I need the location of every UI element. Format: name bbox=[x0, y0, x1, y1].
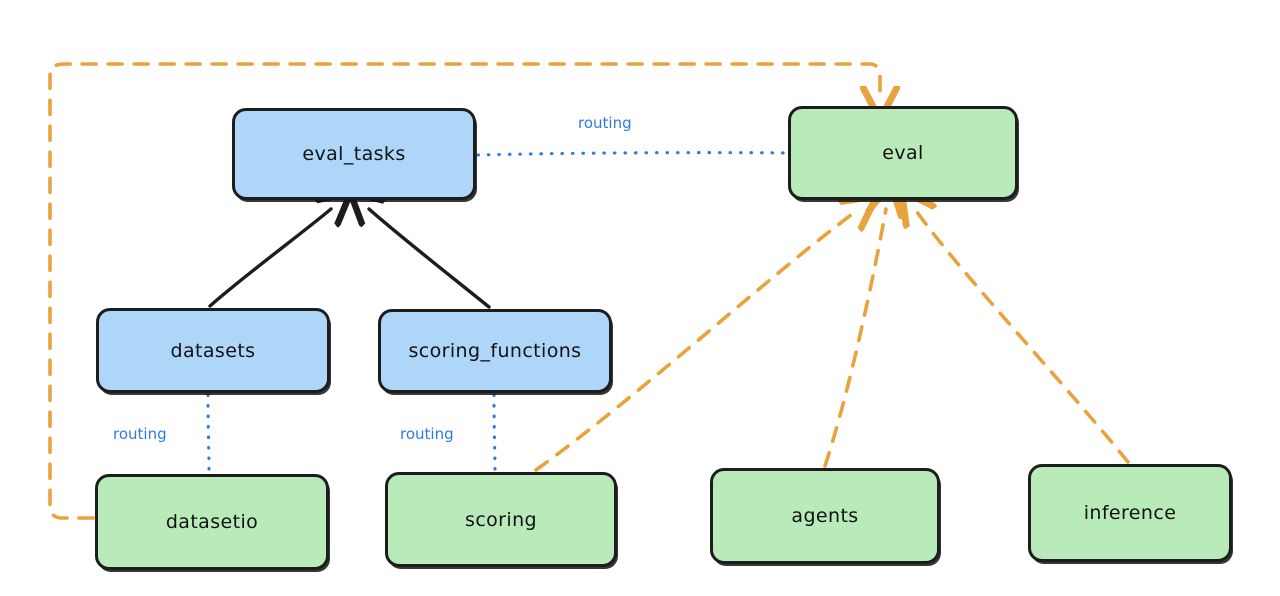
edge-scoring-functions-to-eval-tasks bbox=[369, 209, 491, 309]
node-eval-tasks[interactable]: eval_tasks bbox=[232, 108, 476, 200]
edge-eval-tasks-to-eval bbox=[476, 151, 788, 157]
node-label-datasets: datasets bbox=[170, 339, 256, 362]
edge-datasets-to-datasetio bbox=[206, 393, 211, 474]
edge-datasets-to-eval-tasks bbox=[208, 209, 331, 308]
node-datasets[interactable]: datasets bbox=[96, 308, 330, 393]
node-eval[interactable]: eval bbox=[788, 106, 1018, 200]
node-label-inference: inference bbox=[1083, 502, 1177, 524]
node-scoring-functions[interactable]: scoring_functions bbox=[378, 309, 612, 393]
node-label-scoring: scoring bbox=[465, 508, 537, 531]
node-label-eval-tasks: eval_tasks bbox=[302, 143, 406, 165]
node-label-scoring-functions: scoring_functions bbox=[408, 340, 582, 362]
edge-scoring-functions-to-scoring bbox=[492, 393, 497, 472]
edge-datasetio-to-eval bbox=[48, 62, 880, 520]
edge-inference-to-eval bbox=[917, 212, 1130, 464]
node-datasetio[interactable]: datasetio bbox=[95, 474, 329, 570]
node-label-eval: eval bbox=[882, 142, 924, 164]
node-label-datasetio: datasetio bbox=[165, 511, 259, 533]
node-label-agents: agents bbox=[791, 505, 859, 527]
edge-scoring-to-eval bbox=[534, 212, 855, 472]
node-scoring[interactable]: scoring bbox=[385, 472, 617, 567]
node-inference[interactable]: inference bbox=[1028, 464, 1232, 562]
node-agents[interactable]: agents bbox=[710, 468, 940, 564]
edge-agents-to-eval bbox=[823, 209, 886, 468]
